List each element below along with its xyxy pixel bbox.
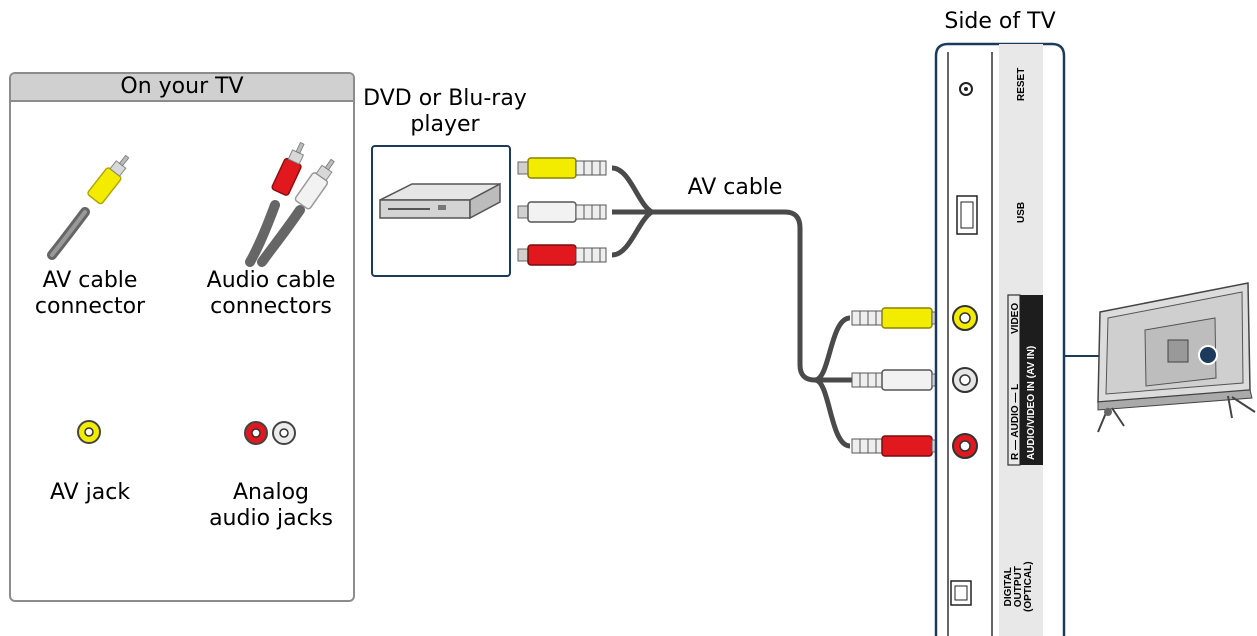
legend-title: On your TV [120,74,244,99]
digital-output-label: DIGITAL OUTPUT (OPTICAL) [1003,561,1034,612]
legend-header: On your TV [11,74,353,102]
red-audio-jack-icon [952,433,978,459]
white-audio-jack-icon [952,367,978,393]
cable-label: AV cable [687,175,783,200]
av-in-label: AUDIO/VIDEO IN (AV IN) [1026,345,1037,460]
av-cable [611,165,852,449]
av-cable-connector-icon [47,154,130,260]
red-plug-left [517,244,607,266]
av-jack-icon [77,420,101,444]
analog-audio-jacks-icon [244,421,296,445]
usb-port-icon [956,195,978,235]
reset-button-icon [959,82,973,96]
yellow-plug-left [517,157,607,179]
white-plug-right [851,369,945,391]
red-plug-right [851,435,945,457]
yellow-video-jack-icon [952,305,978,331]
optical-port-icon [950,580,972,606]
audio-cable-connectors-icon [245,141,335,267]
audio-label: R — AUDIO — L [1010,383,1021,460]
tv-side-panel [934,42,1066,636]
reset-label: RESET [1016,67,1027,101]
white-plug-left [517,201,607,223]
tv-rear-icon [1097,282,1256,433]
yellow-plug-right [851,307,945,329]
video-label: VIDEO [1010,302,1021,334]
usb-label: USB [1016,201,1027,223]
av-in-bracket [1007,294,1043,466]
av-jack-label: AV jack [49,480,131,505]
dvd-player-icon [379,182,501,220]
side-of-tv-label: Side of TV [944,9,1056,34]
